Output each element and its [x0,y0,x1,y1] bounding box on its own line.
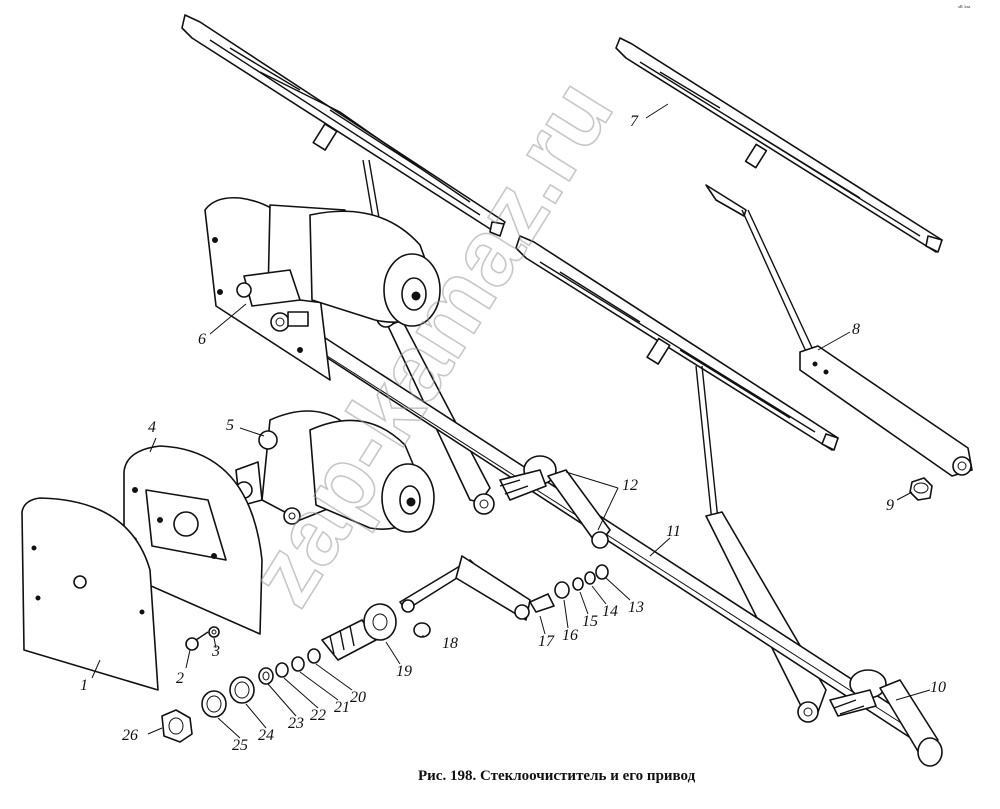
nut-26 [161,709,193,743]
crank-shaft-17 [399,555,555,621]
callout-9: 9 [886,497,894,514]
washer-24 [229,676,255,704]
clip-13 [595,564,609,580]
washer-18 [413,622,431,638]
clip-14 [584,571,596,585]
callout-17: 17 [538,633,555,650]
callout-21: 21 [334,699,350,716]
callout-20: 20 [350,689,366,706]
nut-9 [909,477,933,501]
callout-12: 12 [622,477,638,494]
motor-5 [235,410,435,533]
corner-mark: ᵃᴮ ᵏᵃᵃ [958,4,970,12]
washer-3 [208,626,220,638]
callout-5: 5 [226,417,234,434]
callout-8: 8 [852,321,860,338]
washer-15 [572,577,584,591]
wiper-blade-left [181,14,506,237]
washer-25 [201,690,227,718]
wiper-blade-7 [615,37,943,253]
lever-10 [829,669,943,767]
callout-1: 1 [80,677,88,694]
washer-16 [554,581,570,599]
bolt-2 [185,631,209,651]
callout-2: 2 [176,670,184,687]
bracket-4 [123,445,263,635]
leader-lines [91,103,931,739]
callout-24: 24 [258,727,274,744]
callout-numbers: 1 2 3 4 5 6 7 8 9 10 11 12 13 14 15 16 1… [80,113,946,754]
wiper-blade-middle [515,235,839,451]
lever-12 [499,455,611,549]
callout-18: 18 [442,635,458,652]
callout-6: 6 [198,331,206,348]
callout-22: 22 [310,707,326,724]
callout-7: 7 [630,113,639,130]
callout-11: 11 [666,523,681,540]
callout-15: 15 [582,613,598,630]
callout-19: 19 [396,663,412,680]
spring-23 [258,667,274,685]
bushing-19 [321,603,397,661]
callout-4: 4 [148,419,156,436]
wiper-arm-8 [705,184,973,477]
callout-26: 26 [122,727,138,744]
upper-motor-assembly [204,196,441,381]
callout-16: 16 [562,627,578,644]
callout-10: 10 [930,679,946,696]
callout-13: 13 [628,599,644,616]
callout-25: 25 [232,737,248,754]
callout-3: 3 [211,643,220,660]
washer-21 [291,656,305,672]
cover-1 [21,497,159,691]
ring-20 [307,648,321,664]
washer-22 [275,662,289,678]
callout-23: 23 [288,715,304,732]
wiper-arm-middle [695,365,827,723]
figure-caption: Рис. 198. Стеклоочиститель и его привод [418,768,696,784]
callout-14: 14 [602,603,618,620]
